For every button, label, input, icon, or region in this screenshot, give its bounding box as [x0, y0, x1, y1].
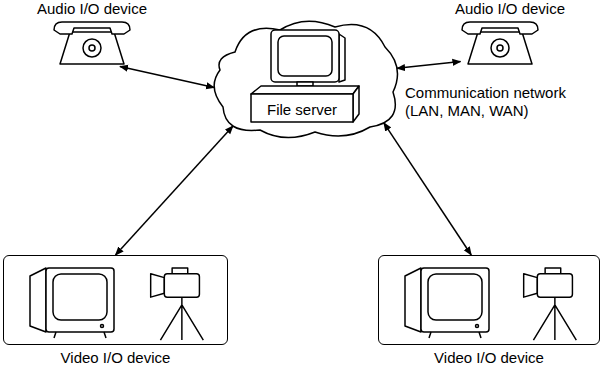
computer-icon: [251, 30, 359, 122]
device-label: Audio I/O device: [22, 0, 162, 18]
monitor-icon: [30, 268, 114, 338]
telephone-icon: [460, 20, 540, 68]
monitor-icon: [26, 262, 121, 342]
network-label: Communication network (LAN, MAN, WAN): [405, 84, 595, 120]
camera-icon: [151, 268, 204, 340]
network-link: [397, 62, 461, 69]
audio-device: Audio I/O device: [22, 0, 162, 70]
device-label: Video I/O device: [4, 349, 227, 367]
monitor-icon: [401, 262, 496, 342]
device-label: File server: [251, 101, 353, 119]
network-link: [384, 123, 471, 255]
telephone-icon: [52, 20, 132, 68]
telephone-icon: [54, 22, 130, 64]
telephone-icon: [462, 22, 538, 64]
device-label: Audio I/O device: [435, 0, 585, 18]
camera-icon: [524, 268, 577, 340]
camera-icon: [142, 264, 212, 342]
monitor-icon: [405, 268, 489, 338]
file-server: File server: [249, 28, 361, 124]
camera-icon: [515, 264, 585, 342]
network-link: [120, 67, 214, 88]
video-device: Video I/O device: [378, 255, 600, 345]
video-device: Video I/O device: [3, 255, 228, 345]
network-cloud: Communication network (LAN, MAN, WAN)Fil…: [205, 12, 405, 140]
audio-device: Audio I/O device: [435, 0, 585, 70]
device-label: Video I/O device: [379, 349, 599, 367]
cloud-outline: [214, 21, 397, 137]
network-link: [116, 126, 234, 255]
